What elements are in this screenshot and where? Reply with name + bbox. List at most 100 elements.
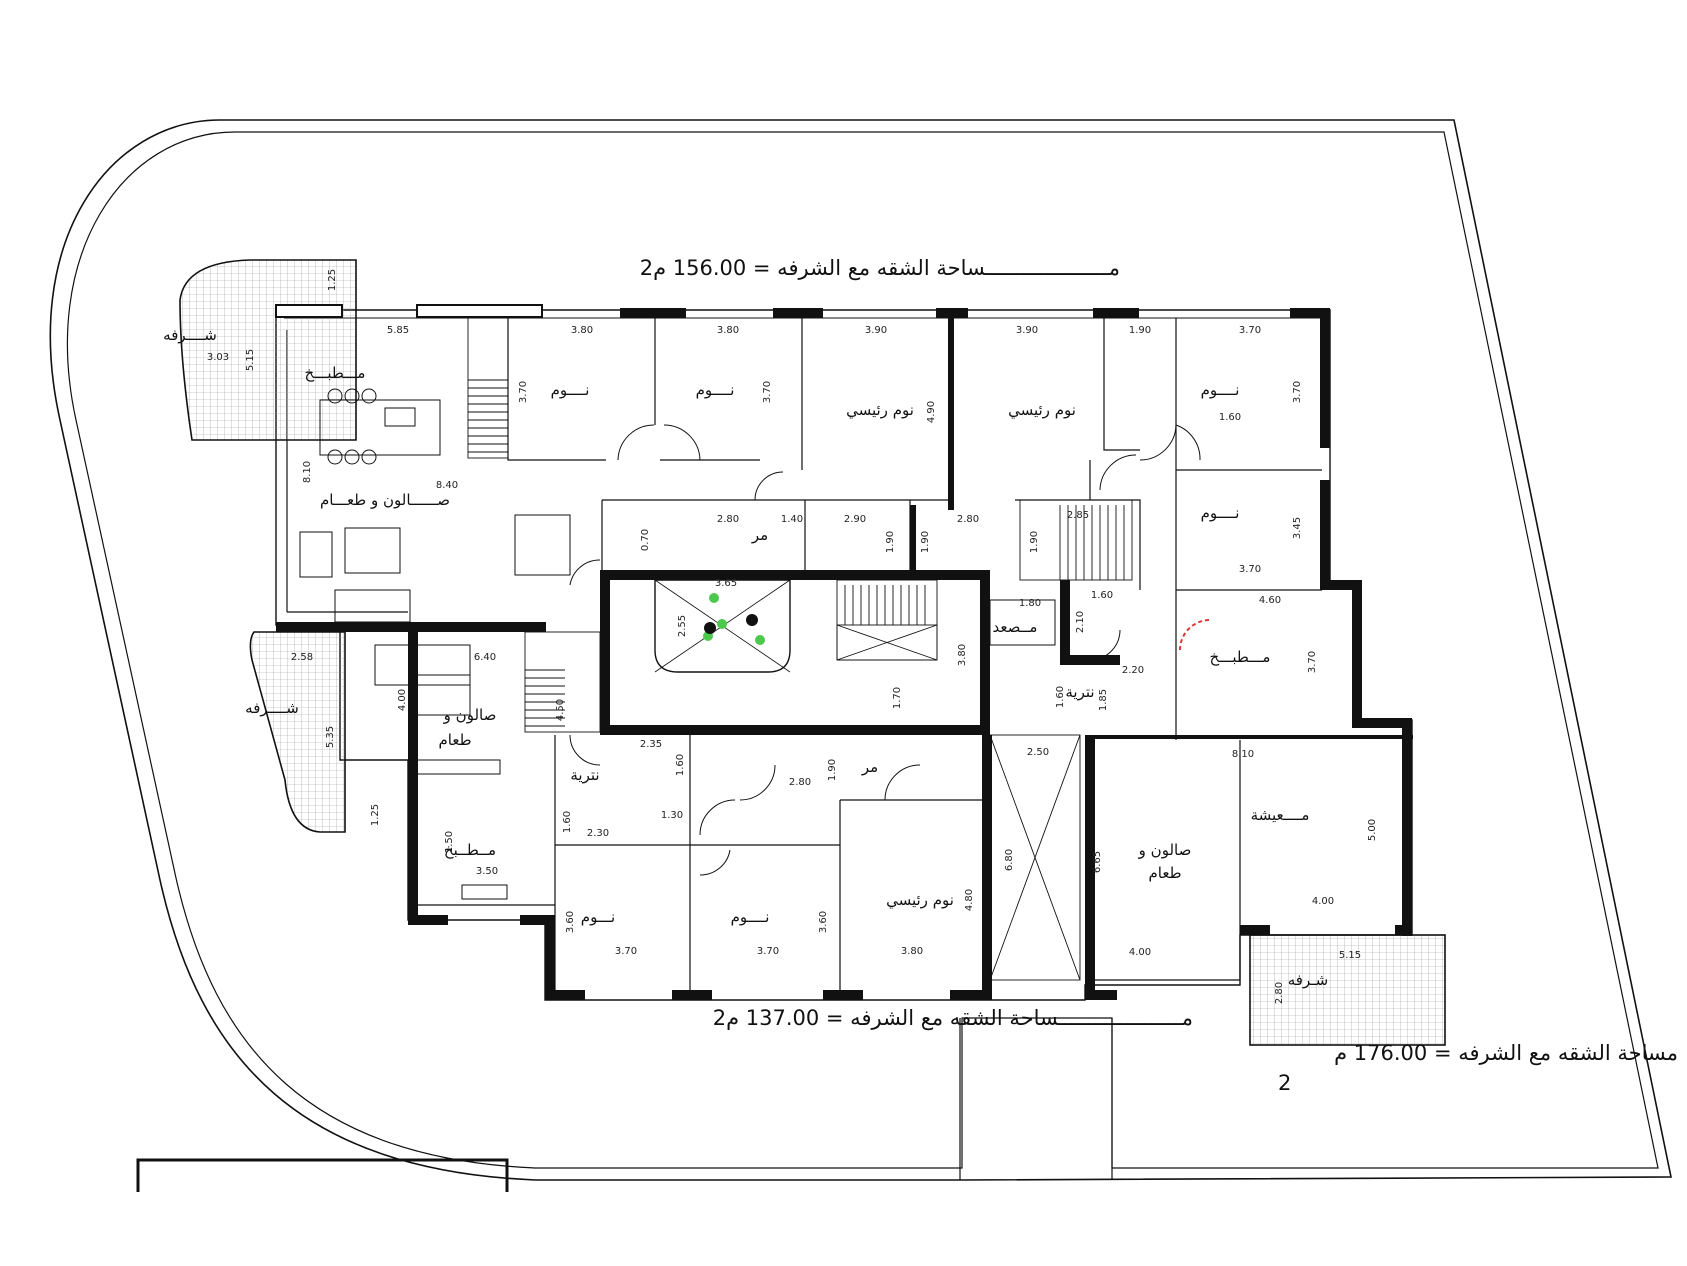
dim-label: 1.60 (1219, 412, 1241, 423)
dim-label: 4.00 (1129, 947, 1151, 958)
dim-label: 1.50 (444, 831, 455, 853)
dim-label: 4.50 (555, 699, 566, 721)
dim-label: 8.10 (302, 461, 313, 483)
dim-label: 6.65 (1092, 851, 1103, 873)
dim-label: 4.60 (1259, 595, 1281, 606)
furniture (299, 388, 1056, 900)
room-kitchen-right: مـــطبـــخ (1210, 648, 1271, 666)
room-balcony-mid-left: شــــرفه (245, 699, 299, 717)
room-kitchen-top: مـــطبـــخ (305, 364, 366, 382)
dim-label: 1.60 (1091, 590, 1113, 601)
room-salon-right-1: صالون و (1138, 841, 1192, 859)
room-salon-mid-1: صالون و (443, 706, 497, 724)
site-boundary (49, 119, 1672, 1181)
dim-label: 5.15 (245, 349, 256, 371)
doors (569, 424, 1211, 876)
dim-label: 1.30 (661, 810, 683, 821)
dim-label: 4.00 (397, 689, 408, 711)
dim-label: 3.03 (207, 352, 229, 363)
dim-label: 4.90 (926, 401, 937, 423)
dim-label: 3.90 (865, 325, 887, 336)
dim-label: 1.40 (781, 514, 803, 525)
area-top: مــــــــــــــــــــساحة الشقه مع الشرف… (640, 256, 1120, 280)
dim-label: 3.60 (818, 911, 829, 933)
room-bedroom-2: نــــوم (696, 381, 735, 399)
room-salon-top: صــــــالون و طعـــام (320, 491, 450, 509)
room-lobby-right: نترية (1065, 683, 1094, 701)
dim-label: 3.70 (615, 946, 637, 957)
room-lobby-left: نترية (570, 766, 599, 784)
dim-label: 2.35 (640, 739, 662, 750)
room-living: مــــعيشة (1251, 806, 1310, 824)
dim-label: 0.70 (640, 529, 651, 551)
dim-label: 3.70 (762, 381, 773, 403)
room-corridor-1: مر (751, 526, 768, 544)
dim-label: 2.80 (789, 777, 811, 788)
room-salon-right-2: طعام (1148, 864, 1181, 882)
dim-label: 5.00 (1367, 819, 1378, 841)
balconies (179, 259, 1446, 1046)
room-master-2: نوم رئيسي (1008, 401, 1076, 420)
dim-label: 3.80 (571, 325, 593, 336)
dim-label: 2.55 (677, 615, 688, 637)
room-salon-mid-2: طعام (438, 731, 471, 749)
dim-label: 2.58 (291, 652, 313, 663)
dim-label: 2.50 (1027, 747, 1049, 758)
room-kitchen-bottom: مــطــبخ (444, 841, 496, 859)
dim-label: 1.90 (827, 759, 838, 781)
title-block (136, 1158, 509, 1192)
room-balcony-right: شـرفه (1288, 971, 1328, 989)
room-master-1: نوم رئيسي (846, 401, 914, 420)
dim-label: 8.40 (436, 480, 458, 491)
dim-label: 8.10 (1232, 749, 1254, 760)
dim-label: 1.60 (1055, 686, 1066, 708)
dim-label: 4.80 (964, 889, 975, 911)
dim-label: 5.85 (387, 325, 409, 336)
dim-label: 2.85 (1067, 510, 1089, 521)
dim-label: 2.30 (587, 828, 609, 839)
dim-label: 2.10 (1075, 611, 1086, 633)
dim-label: 3.45 (1292, 517, 1303, 539)
dim-label: 1.90 (920, 531, 931, 553)
room-master-3: نوم رئيسي (886, 891, 954, 910)
room-bedroom-3: نــــوم (1201, 381, 1240, 399)
dim-label: 3.90 (1016, 325, 1038, 336)
dim-label: 1.80 (1019, 598, 1041, 609)
dim-label: 1.70 (892, 687, 903, 709)
dim-label: 2.80 (1274, 982, 1285, 1004)
room-bedroom-6: نــــوم (731, 908, 770, 926)
dim-label: 2.20 (1122, 665, 1144, 676)
dim-label: 5.35 (325, 726, 336, 748)
room-labels: مـــطبـــخ صــــــالون و طعـــام شــــرف… (163, 326, 1328, 989)
stairs (467, 317, 1133, 981)
dim-label: 2.80 (957, 514, 979, 525)
dim-label: 4.00 (1312, 896, 1334, 907)
dim-label: 2.90 (844, 514, 866, 525)
dim-label: 3.70 (1239, 325, 1261, 336)
dim-label: 3.50 (476, 866, 498, 877)
dim-label: 1.25 (327, 269, 338, 291)
dim-label: 1.60 (562, 811, 573, 833)
balcony-mid-left (249, 631, 346, 833)
dim-label: 1.90 (1129, 325, 1151, 336)
dim-label: 3.70 (1307, 651, 1318, 673)
dim-label: 6.40 (474, 652, 496, 663)
dimension-labels: 5.85 3.80 3.80 3.90 3.90 1.90 3.70 3.70 … (207, 269, 1378, 1004)
area-right-suffix: 2 (1278, 1071, 1291, 1095)
room-bedroom-1: نــــوم (551, 381, 590, 399)
light-well (654, 579, 791, 673)
dim-label: 1.60 (675, 754, 686, 776)
room-balcony-top-left: شــــرفه (163, 326, 217, 344)
dim-label: 1.85 (1098, 689, 1109, 711)
dim-label: 6.80 (1004, 849, 1015, 871)
dim-label: 1.90 (885, 531, 896, 553)
room-bedroom-4: نــــوم (1201, 504, 1240, 522)
dim-label: 3.65 (715, 578, 737, 589)
area-bottom: مــــــــــــــــــــساحة الشقه مع الشرف… (713, 1006, 1193, 1030)
dim-label: 5.15 (1339, 950, 1361, 961)
room-elevator: مــصعد (993, 618, 1038, 636)
dim-label: 2.80 (717, 514, 739, 525)
dim-label: 1.25 (370, 804, 381, 826)
room-bedroom-5: نـــوم (581, 908, 615, 926)
